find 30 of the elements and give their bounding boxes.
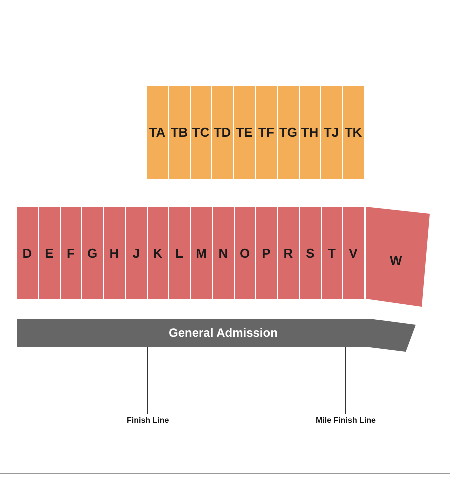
seating-section: TC <box>191 86 211 179</box>
seating-section: V <box>343 207 364 299</box>
seating-section: P <box>256 207 277 299</box>
seating-section: T <box>322 207 342 299</box>
seating-section: M <box>191 207 212 299</box>
seating-section: TE <box>234 86 255 179</box>
seating-section: F <box>61 207 81 299</box>
seating-section: TD <box>212 86 233 179</box>
seating-section: R <box>278 207 299 299</box>
section-label: W <box>390 253 402 268</box>
seating-section: K <box>148 207 168 299</box>
landmark-label: Finish Line <box>127 416 170 425</box>
seating-section: TK <box>343 86 364 179</box>
seating-section: G <box>82 207 103 299</box>
seating-section: TF <box>256 86 277 179</box>
seating-section: H <box>104 207 125 299</box>
seating-section: S <box>300 207 321 299</box>
seating-section: L <box>169 207 190 299</box>
seating-section: D <box>17 207 38 299</box>
seating-section: O <box>235 207 255 299</box>
seating-section: TG <box>278 86 299 179</box>
seating-section: J <box>126 207 147 299</box>
seating-section: TB <box>169 86 190 179</box>
seating-section: N <box>213 207 234 299</box>
seating-section: E <box>39 207 60 299</box>
seating-section: TH <box>300 86 320 179</box>
seating-section: TA <box>147 86 168 179</box>
seating-section: TJ <box>321 86 342 179</box>
area-label: General Admission <box>169 326 278 340</box>
landmark-label: Mile Finish Line <box>316 416 376 425</box>
